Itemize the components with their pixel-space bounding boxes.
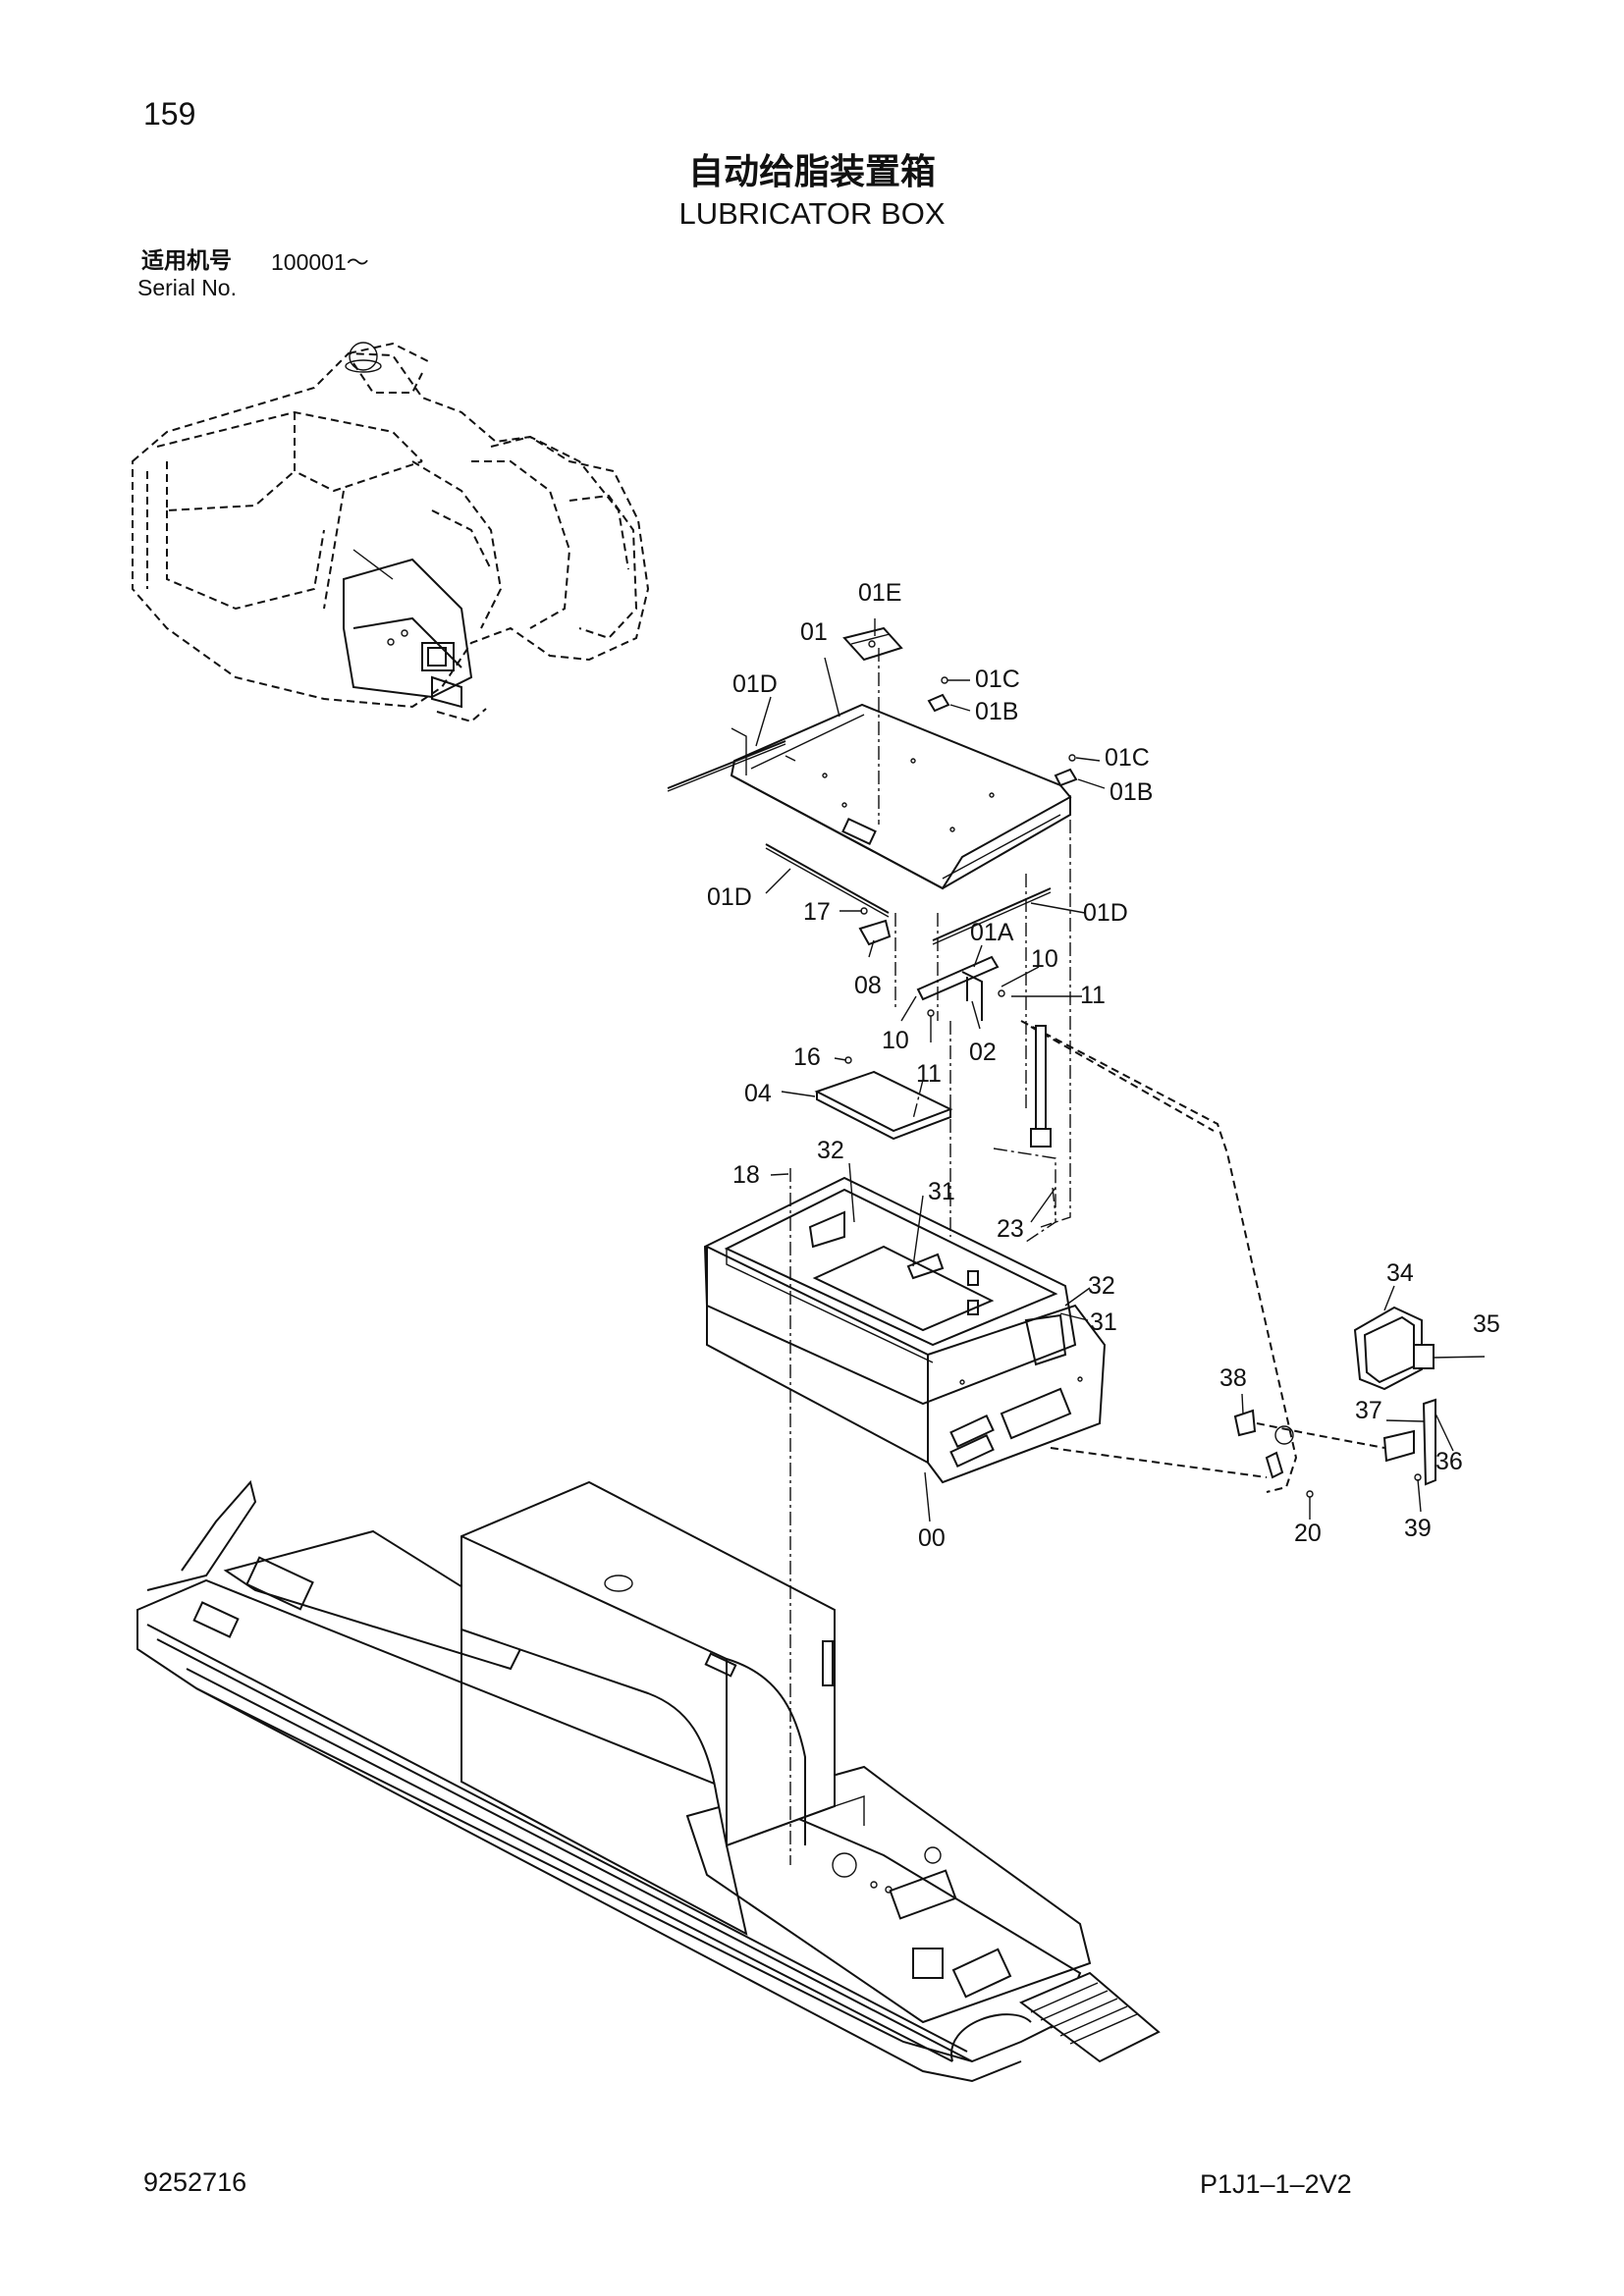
callout-10-right: 10 bbox=[1031, 945, 1058, 973]
callout-01b-lower: 01B bbox=[1110, 778, 1153, 806]
callout-02: 02 bbox=[969, 1039, 997, 1066]
callout-20: 20 bbox=[1294, 1520, 1322, 1547]
callout-04: 04 bbox=[744, 1080, 772, 1107]
callout-01d-upper: 01D bbox=[732, 670, 778, 698]
callout-01d-left: 01D bbox=[707, 883, 752, 911]
strip-01d-lower-left bbox=[765, 843, 890, 914]
callout-23: 23 bbox=[997, 1215, 1024, 1243]
callout-labels: 01E 01 01C 01B 01D 01C 01B 01D 17 01D 01… bbox=[707, 579, 1500, 1552]
part-01b-upper bbox=[927, 693, 950, 713]
page-number: 159 bbox=[143, 96, 196, 132]
callout-08: 08 bbox=[854, 972, 882, 999]
serial-label-chinese: 适用机号 bbox=[141, 248, 232, 274]
document-number: 9252716 bbox=[143, 2167, 247, 2197]
strip-01d-lower-right bbox=[932, 887, 1052, 941]
page-title-chinese: 自动给脂装置箱 bbox=[687, 152, 936, 192]
strip-01d-upper bbox=[667, 740, 786, 789]
hinge-01a bbox=[916, 955, 1000, 1001]
callout-01a: 01A bbox=[970, 919, 1014, 946]
callout-17: 17 bbox=[803, 898, 831, 926]
lubricator-box-00 bbox=[703, 1176, 1107, 1484]
callout-32-upper: 32 bbox=[817, 1137, 844, 1164]
callout-35: 35 bbox=[1473, 1310, 1500, 1338]
callout-01: 01 bbox=[800, 618, 828, 646]
callout-11-right: 11 bbox=[1080, 982, 1106, 1009]
callout-32-lower: 32 bbox=[1088, 1272, 1115, 1300]
part-01e bbox=[842, 626, 903, 662]
callout-38: 38 bbox=[1219, 1364, 1247, 1392]
callout-01d-right: 01D bbox=[1083, 899, 1128, 927]
page-title-english: LUBRICATOR BOX bbox=[678, 196, 946, 231]
serial-label-english: Serial No. bbox=[137, 275, 237, 300]
callout-00: 00 bbox=[918, 1524, 946, 1552]
callout-10-left: 10 bbox=[882, 1027, 909, 1054]
callout-37: 37 bbox=[1355, 1397, 1382, 1424]
top-cover-01 bbox=[730, 703, 1072, 890]
part-01b-lower bbox=[1054, 768, 1078, 787]
bracket-36 bbox=[1422, 1398, 1436, 1486]
callout-36: 36 bbox=[1435, 1448, 1463, 1475]
machine-overview-inset bbox=[132, 342, 650, 723]
callout-31-lower: 31 bbox=[1090, 1308, 1117, 1336]
mirror-34 bbox=[1353, 1306, 1435, 1391]
callout-16: 16 bbox=[793, 1043, 821, 1071]
part-37 bbox=[1382, 1429, 1415, 1463]
callout-01b-upper: 01B bbox=[975, 698, 1018, 725]
track-frame bbox=[136, 1479, 1161, 2083]
callout-01c-lower: 01C bbox=[1105, 744, 1150, 772]
serial-range: 100001～ bbox=[271, 249, 369, 275]
gas-spring bbox=[1035, 1025, 1047, 1135]
callout-11-left: 11 bbox=[916, 1060, 942, 1088]
callout-18: 18 bbox=[732, 1161, 760, 1189]
callout-01e: 01E bbox=[858, 579, 901, 607]
part-38 bbox=[1233, 1409, 1257, 1437]
callout-39: 39 bbox=[1404, 1515, 1432, 1542]
part-08 bbox=[858, 919, 892, 946]
callout-01c-upper: 01C bbox=[975, 666, 1020, 693]
tool-box-on-frame bbox=[460, 1480, 865, 1936]
callout-31-upper: 31 bbox=[928, 1178, 955, 1205]
callout-34: 34 bbox=[1386, 1259, 1414, 1287]
page-code: P1J1–1–2V2 bbox=[1200, 2169, 1352, 2199]
part-20-clamp bbox=[1265, 1451, 1284, 1479]
